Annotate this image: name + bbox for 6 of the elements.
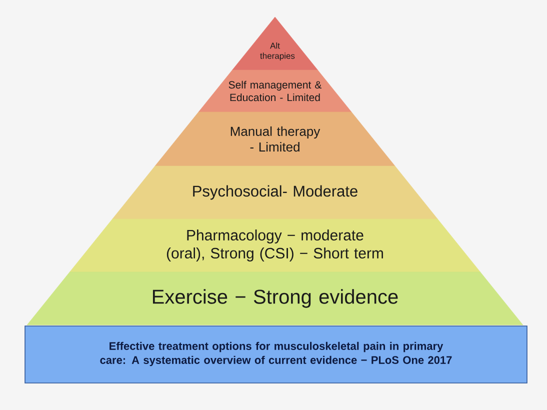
pyramid-tier: Self management & Education - Limited xyxy=(198,70,352,112)
pyramid-tier: Manual therapy - Limited xyxy=(154,112,396,166)
pyramid-tier: Alt therapies xyxy=(232,16,318,70)
citation-box: Effective treatment options for musculoskeletal pain in primary care: A systematic overview of current evidence − PLoS One 2017 xyxy=(24,326,528,384)
pyramid-tier: Exercise − Strong evidence xyxy=(26,272,524,326)
pyramid-tier: Psychosocial- Moderate xyxy=(112,166,438,220)
